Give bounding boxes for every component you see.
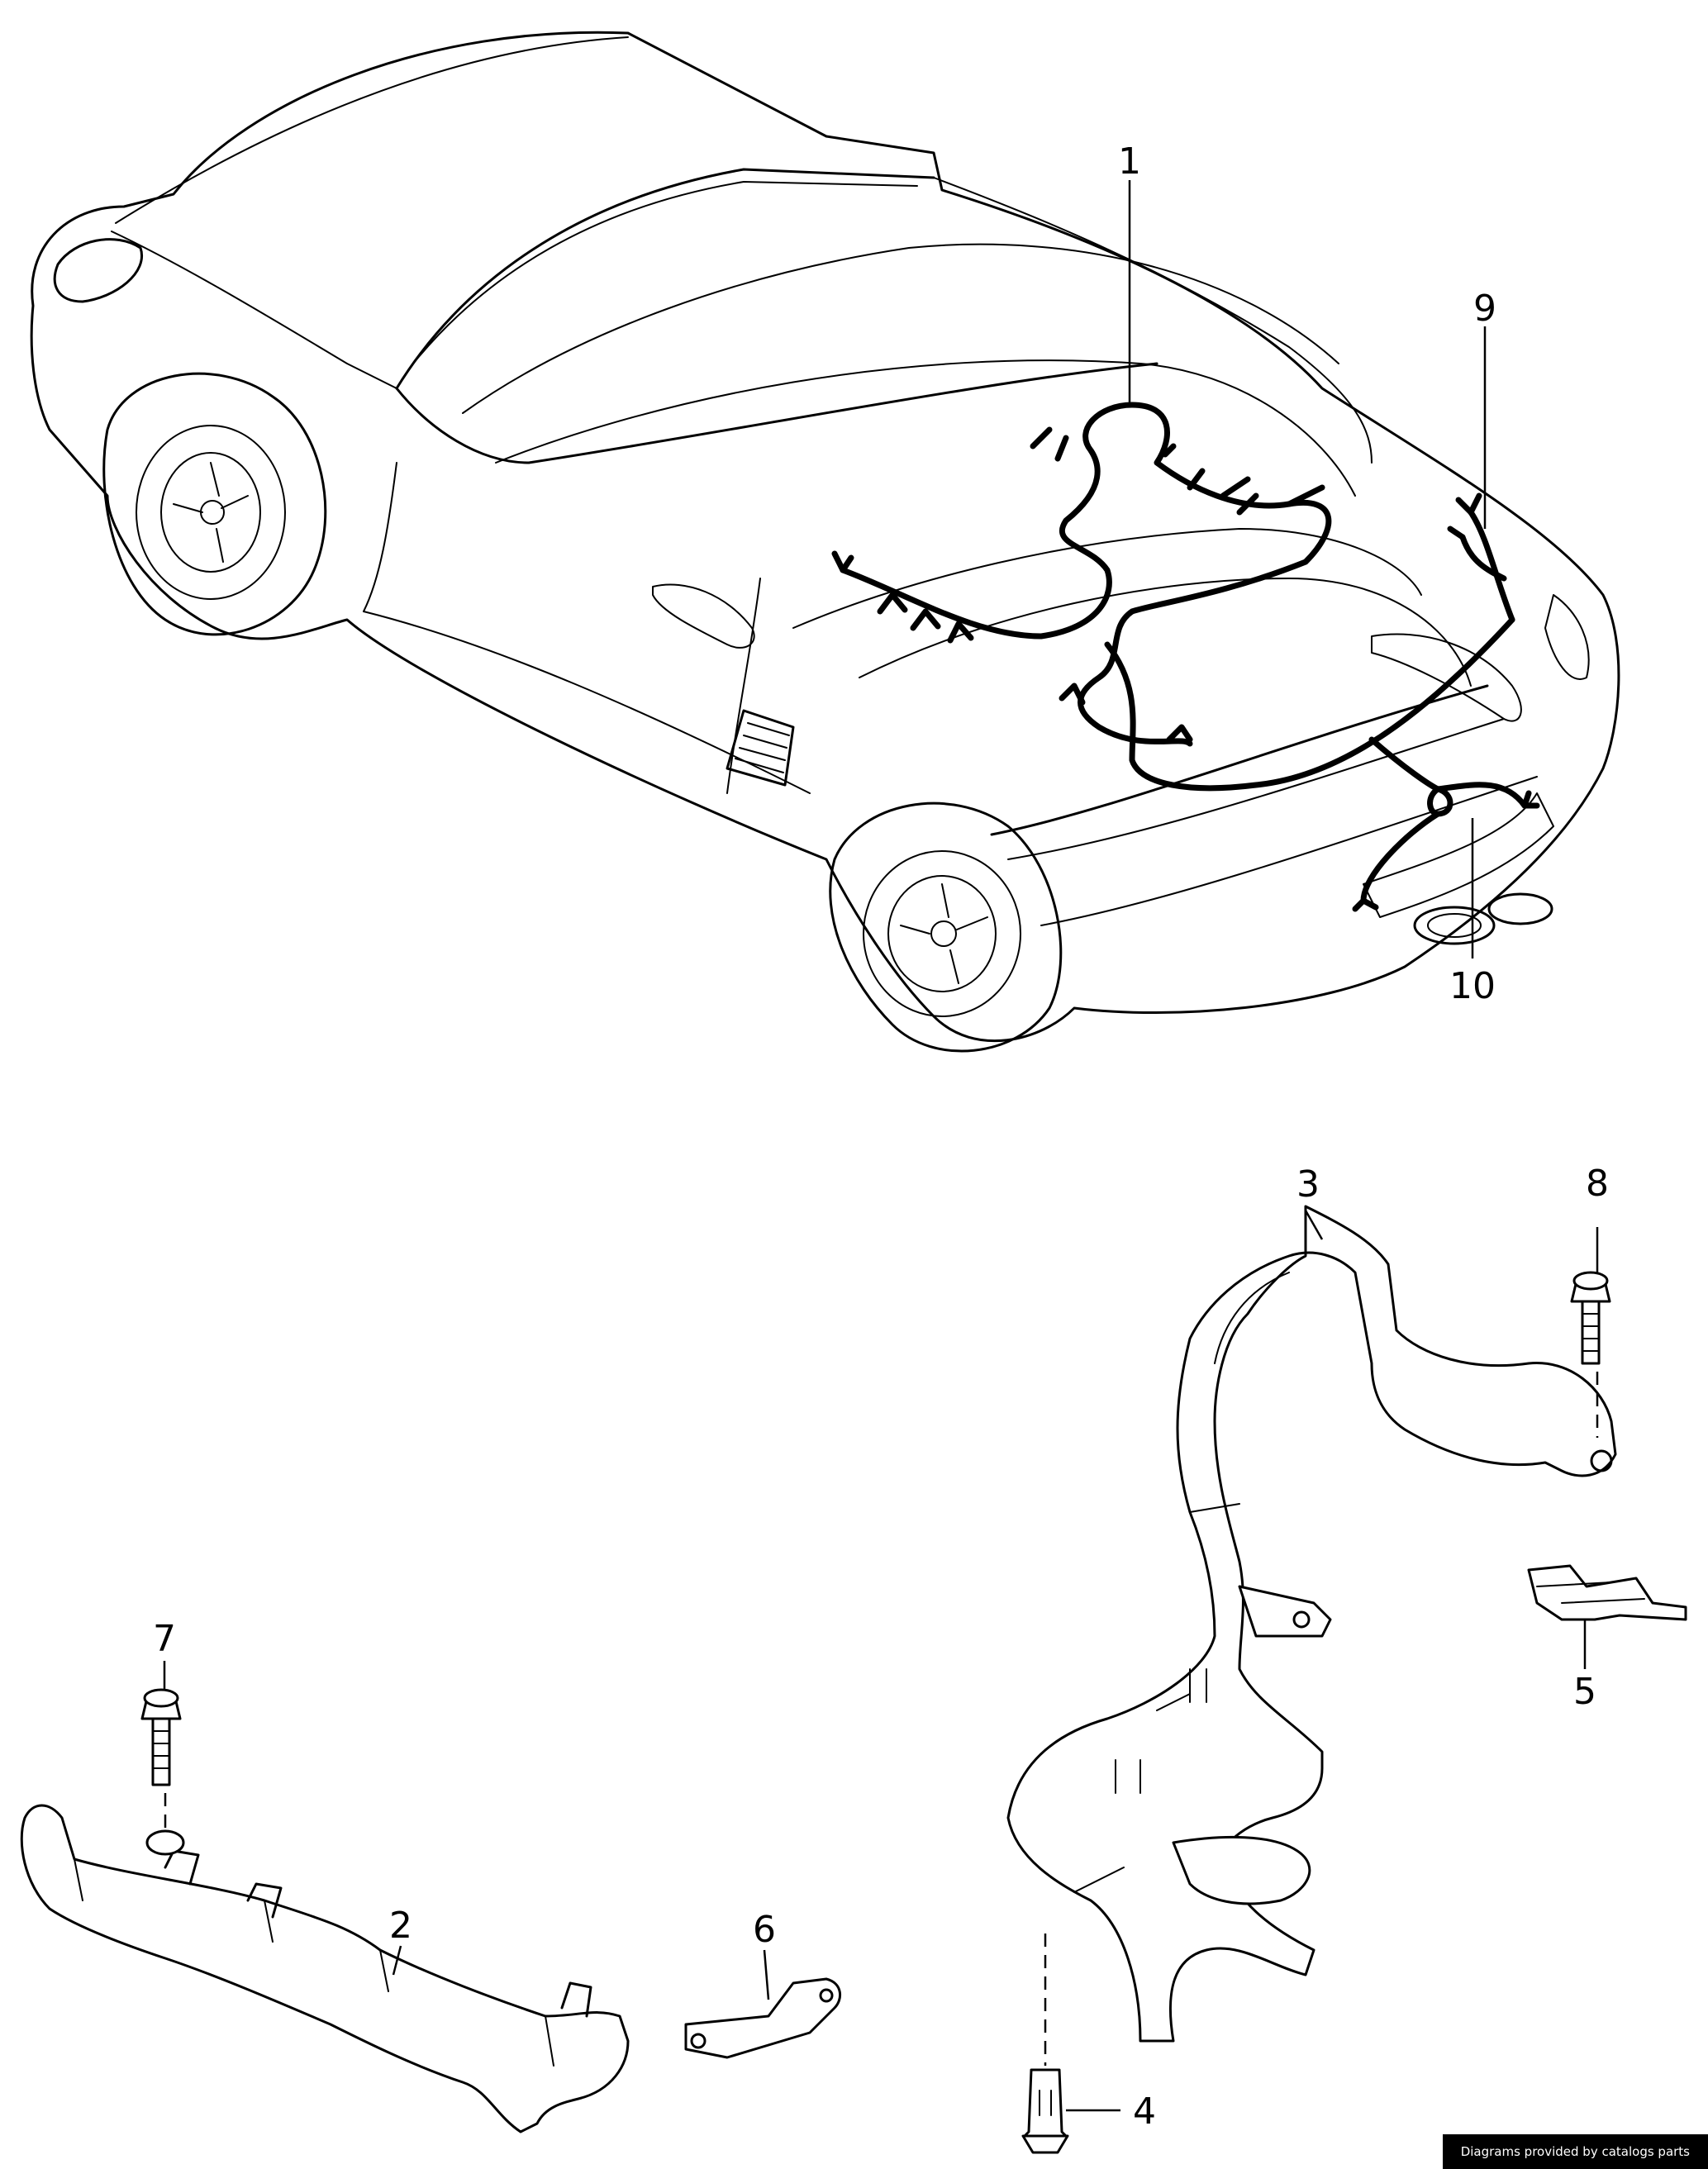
part-8-bolt xyxy=(1570,1271,1611,1365)
callout-10: 10 xyxy=(1449,965,1496,1007)
car-illustration xyxy=(30,31,1620,1053)
callout-4: 4 xyxy=(1133,2091,1156,2133)
leader-lines xyxy=(163,180,1599,2112)
callout-5: 5 xyxy=(1573,1671,1596,1713)
part-3-bracket xyxy=(1006,1205,1617,2043)
callout-9: 9 xyxy=(1473,288,1496,330)
callout-7: 7 xyxy=(153,1618,176,1660)
part-2-bracket xyxy=(20,1804,630,2133)
callout-6: 6 xyxy=(753,1909,776,1951)
callout-8: 8 xyxy=(1586,1163,1609,1205)
part-7-bolt xyxy=(140,1688,182,1786)
callout-labels: 1 9 10 3 8 5 7 2 6 4 xyxy=(153,140,1609,2133)
callout-2: 2 xyxy=(389,1905,412,1947)
part-6-plate xyxy=(684,1977,842,2059)
callout-1: 1 xyxy=(1118,140,1141,183)
part-5-clip xyxy=(1527,1564,1687,1621)
wiring-harness xyxy=(831,402,1540,912)
callout-3: 3 xyxy=(1296,1163,1320,1206)
part-4-clip xyxy=(1021,2068,1069,2154)
diagram-credit-banner: Diagrams provided by catalogs parts xyxy=(1442,2134,1708,2169)
